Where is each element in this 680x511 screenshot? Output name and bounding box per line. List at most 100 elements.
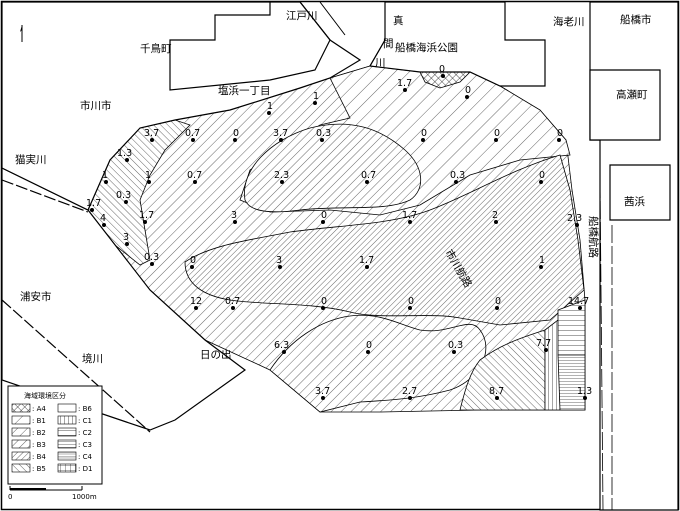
legend-label: : B2 (32, 429, 46, 437)
station-15: 1 (145, 170, 151, 184)
station-dot (495, 396, 499, 400)
legend-label: : A4 (32, 405, 46, 413)
station-13: 1.3 (117, 148, 132, 162)
station-value: 1.7 (397, 78, 412, 89)
station-dot (544, 348, 548, 352)
place-label-urayasu: 浦安市 (20, 290, 52, 303)
station-dot (233, 138, 237, 142)
zone-b2-lower (269, 314, 487, 413)
station-dot (102, 223, 106, 227)
place-label-funabashi_city: 船橋市 (620, 13, 652, 26)
station-dot (578, 306, 582, 310)
station-dot (321, 396, 325, 400)
north-arrow-icon (20, 25, 23, 42)
station-4: 1 (313, 91, 319, 105)
station-value: 8.7 (489, 386, 504, 397)
station-7: 0 (233, 128, 239, 142)
station-value: 0.3 (316, 128, 331, 139)
legend-label: : B4 (32, 453, 46, 461)
legend-swatch-diag-wide (11, 415, 31, 425)
station-49: 1.3 (577, 386, 592, 400)
legend-swatch-grid (57, 463, 77, 473)
station-11: 0 (494, 128, 500, 142)
station-value: 3.7 (315, 386, 330, 397)
station-6: 0.7 (185, 128, 200, 142)
station-46: 3.7 (315, 386, 330, 400)
station-29: 2.3 (567, 213, 582, 227)
station-dot (147, 180, 151, 184)
station-value: 3 (231, 210, 237, 221)
station-value: 2.7 (402, 386, 417, 397)
station-dot (191, 138, 195, 142)
station-dot (403, 88, 407, 92)
station-dot (278, 265, 282, 269)
place-label-mama3: 川 (375, 57, 386, 69)
place-label-hinode: 日の出 (200, 348, 232, 361)
station-value: 0 (494, 128, 500, 139)
legend-swatch-horiz (57, 427, 77, 437)
station-dot (575, 223, 579, 227)
station-dot (320, 138, 324, 142)
zone-c3 (557, 354, 586, 411)
station-dot (495, 306, 499, 310)
legend-swatch-diag-med2 (11, 439, 31, 449)
station-value: 1.3 (117, 148, 132, 159)
station-dot (124, 200, 128, 204)
station-37: 0.7 (225, 296, 240, 310)
station-value: 0 (421, 128, 427, 139)
station-dot (366, 350, 370, 354)
place-label-chidoricho: 千鳥町 (140, 42, 172, 55)
station-19: 0.3 (450, 170, 465, 184)
station-47: 2.7 (402, 386, 417, 400)
station-value: 0 (495, 296, 501, 307)
station-value: 3 (276, 255, 282, 266)
station-28: 2 (492, 210, 498, 224)
scale-dist: 1000m (72, 493, 97, 501)
zone-b4-band (184, 154, 585, 326)
station-value: 0 (465, 85, 471, 96)
station-dot (539, 180, 543, 184)
station-value: 1 (539, 255, 545, 266)
station-16: 0.7 (187, 170, 202, 184)
station-20: 0 (539, 170, 545, 184)
legend-label: : C2 (78, 429, 92, 437)
station-18: 0.7 (361, 170, 376, 184)
station-dot (321, 306, 325, 310)
station-27: 1.7 (402, 210, 417, 224)
legend-swatch-horiz-fine (57, 451, 77, 461)
station-dot (494, 220, 498, 224)
station-25: 3 (231, 210, 237, 224)
boundary-dashed-left (1, 299, 151, 433)
station-38: 0 (321, 296, 327, 310)
station-2: 0 (465, 85, 471, 99)
station-dot (321, 220, 325, 224)
station-value: 0 (190, 255, 196, 266)
place-label-nekozane: 猫実川 (15, 153, 47, 166)
legend-swatch-crosshatch (11, 403, 31, 413)
station-35: 1 (539, 255, 545, 269)
station-dot (194, 306, 198, 310)
station-23: 4 (100, 213, 106, 227)
station-1: 0 (439, 64, 445, 78)
land-takase (589, 69, 661, 141)
place-label-akanehama: 茜浜 (624, 196, 645, 208)
station-value: 0.3 (144, 252, 159, 263)
station-dot (583, 396, 587, 400)
station-value: 0.3 (116, 190, 131, 201)
legend: 海域環境区分 : A4: B6: B1: C1: B2: C2: B3: C3:… (7, 385, 103, 485)
station-48: 8.7 (489, 386, 504, 400)
station-dot (282, 350, 286, 354)
place-label-edogawa: 江戸川 (286, 10, 318, 22)
station-value: 1 (145, 170, 151, 181)
station-value: 0 (539, 170, 545, 181)
station-5: 3.7 (144, 128, 159, 142)
legend-swatch-horiz-dense (57, 439, 77, 449)
station-10: 0 (421, 128, 427, 142)
station-value: 1 (313, 91, 319, 102)
station-value: 0.3 (448, 340, 463, 351)
place-label-shiohama: 塩浜一丁目 (218, 84, 271, 97)
station-value: 1.7 (139, 210, 154, 221)
station-36: 12 (190, 296, 202, 310)
scale-bar: 0 1000m (8, 486, 97, 501)
